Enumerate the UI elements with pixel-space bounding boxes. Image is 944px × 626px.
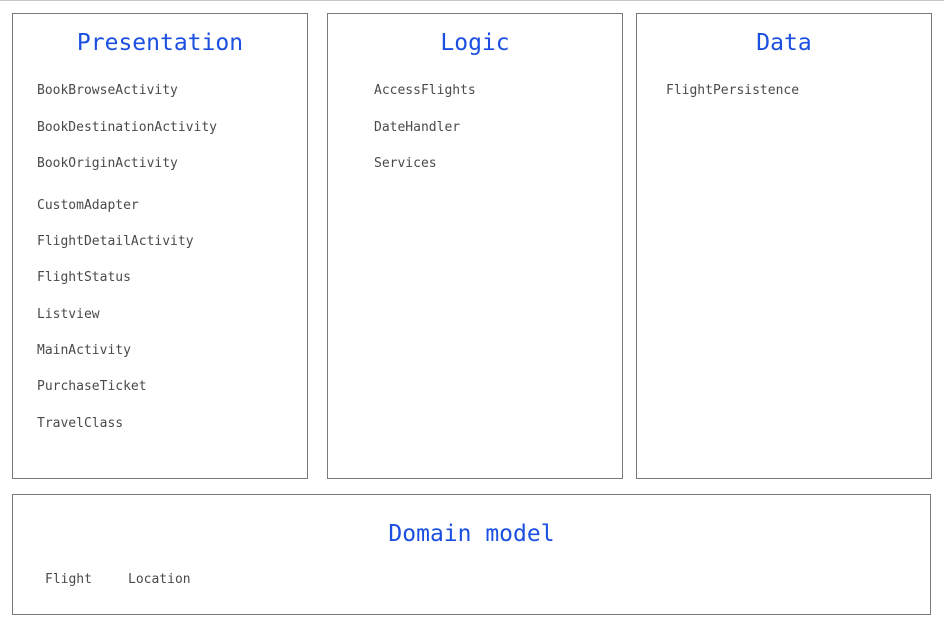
presentation-item: Listview: [37, 307, 100, 322]
top-divider: [0, 0, 944, 1]
domain-model-box: Domain model Flight Location: [12, 494, 931, 615]
domain-model-title: Domain model: [388, 521, 555, 547]
domain-model-item: Location: [128, 572, 191, 587]
presentation-item: MainActivity: [37, 343, 131, 358]
presentation-item: BookDestinationActivity: [37, 120, 218, 135]
logic-layer-box: Logic AccessFlights DateHandler Services: [327, 13, 623, 479]
data-title: Data: [756, 30, 812, 56]
data-layer-box: Data FlightPersistence: [636, 13, 932, 479]
presentation-item: BookOriginActivity: [37, 156, 178, 171]
presentation-item: BookBrowseActivity: [37, 83, 178, 98]
presentation-item: FlightStatus: [37, 270, 131, 285]
presentation-item: FlightDetailActivity: [37, 234, 194, 249]
data-item: FlightPersistence: [666, 83, 800, 98]
presentation-item: TravelClass: [37, 416, 124, 431]
logic-item: AccessFlights: [374, 83, 476, 98]
logic-item: DateHandler: [374, 120, 461, 135]
presentation-item: CustomAdapter: [37, 198, 139, 213]
presentation-title: Presentation: [76, 30, 244, 56]
logic-item: Services: [374, 156, 437, 171]
presentation-layer-box: Presentation BookBrowseActivity BookDest…: [12, 13, 308, 479]
domain-model-item: Flight: [45, 572, 92, 587]
logic-title: Logic: [440, 30, 510, 56]
presentation-item: PurchaseTicket: [37, 379, 147, 394]
